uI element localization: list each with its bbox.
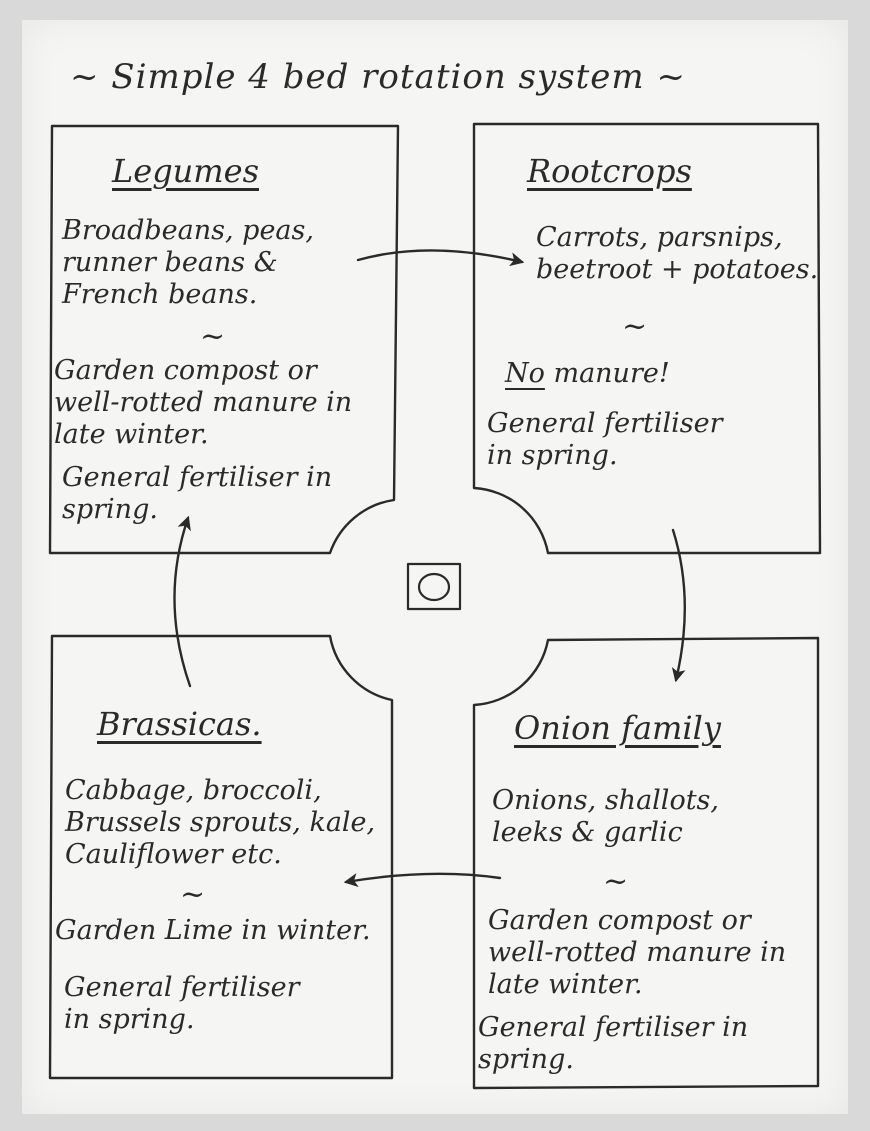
- legumes-spring-note: General fertiliser in spring.: [62, 462, 333, 525]
- rootcrops-no-manure-note: No manure!: [505, 358, 670, 390]
- bed-heading-rootcrops: Rootcrops: [527, 152, 692, 190]
- arrow-rootcrops-to-onion: [671, 528, 687, 683]
- rootcrops-spring-note: General fertiliser in spring.: [487, 408, 723, 471]
- brassicas-winter-note: Garden Lime in winter.: [55, 915, 371, 946]
- bed-outline-rootcrops: [472, 122, 822, 555]
- bed-heading-brassicas: Brassicas.: [97, 705, 262, 743]
- brassicas-crops: Cabbage, broccoli, Brussels sprouts, kal…: [65, 775, 376, 870]
- no-underlined-word: No: [505, 358, 545, 389]
- bed-heading-onion-family: Onion family: [514, 709, 721, 747]
- rootcrops-separator: ~: [622, 309, 648, 344]
- center-circle: [417, 572, 451, 602]
- arrow-legumes-to-rootcrops: [356, 249, 525, 267]
- onion-family-separator: ~: [603, 864, 629, 899]
- legumes-separator: ~: [200, 319, 226, 354]
- bed-heading-legumes: Legumes: [112, 152, 259, 190]
- diagram-title: ~ Simple 4 bed rotation system ~: [70, 57, 686, 97]
- brassicas-spring-note: General fertiliser in spring.: [64, 972, 300, 1035]
- legumes-winter-note: Garden compost or well-rotted manure in …: [54, 355, 353, 450]
- arrow-onion-to-brassicas: [343, 872, 502, 887]
- bed-outline-onion-family: [472, 636, 820, 1090]
- center-square: [406, 562, 462, 611]
- manure-text: manure!: [544, 358, 670, 389]
- onion-family-crops: Onions, shallots, leeks & garlic: [492, 785, 719, 848]
- onion-family-winter-note: Garden compost or well-rotted manure in …: [488, 905, 787, 1000]
- arrow-brassicas-to-legumes: [173, 515, 192, 688]
- legumes-crops: Broadbeans, peas, runner beans & French …: [62, 215, 314, 310]
- bed-outline-legumes: [48, 124, 400, 555]
- rootcrops-crops: Carrots, parsnips, beetroot + potatoes.: [536, 222, 819, 285]
- onion-family-spring-note: General fertiliser in spring.: [478, 1012, 749, 1075]
- paper-sheet: [22, 20, 848, 1114]
- bed-outline-brassicas: [48, 634, 394, 1080]
- brassicas-separator: ~: [180, 877, 206, 912]
